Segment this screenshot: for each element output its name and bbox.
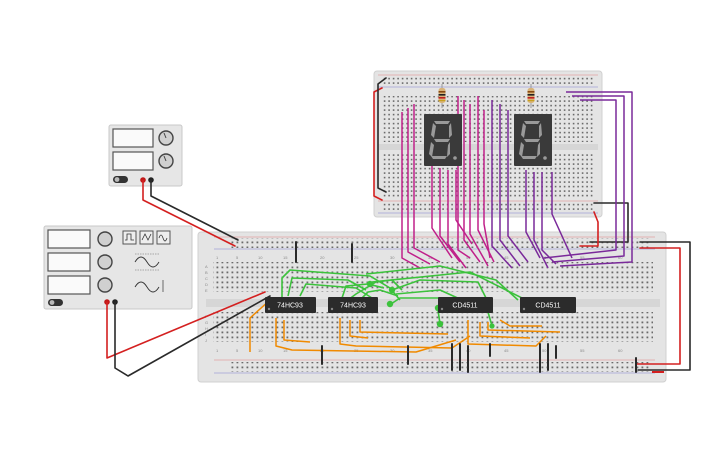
col-label: 15	[283, 255, 288, 260]
row-label: H	[205, 326, 208, 331]
col-label: 30	[390, 255, 395, 260]
row-label: J	[205, 338, 207, 343]
col-label: 45	[504, 255, 509, 260]
col-label: 50	[542, 348, 547, 353]
offset-wave-icon	[134, 280, 164, 293]
main-breadboard[interactable]: 1 5 10 15 20 25 30 35 40 45 50 55 60 1 5…	[197, 231, 667, 383]
col-label: 1	[216, 255, 219, 260]
seven-segment-display-2[interactable]: 8	[514, 114, 552, 166]
offset-readout	[47, 275, 91, 295]
chip-label: CD4511	[535, 303, 560, 310]
function-generator[interactable]	[43, 225, 193, 310]
chip-label: 74HC93	[277, 303, 303, 310]
sine-wave-button[interactable]	[156, 230, 171, 245]
frequency-knob[interactable]	[97, 231, 113, 247]
col-label: 5	[236, 255, 239, 260]
chip-label: CD4511	[452, 303, 477, 310]
amplitude-knob[interactable]	[97, 254, 113, 270]
col-label: 10	[258, 255, 263, 260]
power-supply[interactable]	[108, 124, 183, 187]
col-label: 55	[580, 255, 585, 260]
jumper-stubs	[295, 241, 637, 373]
chip-ic2[interactable]: 74HC93	[328, 297, 378, 313]
resistor-2[interactable]	[527, 84, 535, 108]
col-label: 45	[504, 348, 509, 353]
col-label: 55	[580, 348, 585, 353]
seven-segment-display-1[interactable]: 8	[424, 114, 462, 166]
col-label: 20	[320, 255, 325, 260]
offset-knob[interactable]	[97, 277, 113, 293]
chip-ic4[interactable]: CD4511	[520, 297, 576, 313]
row-label: D	[205, 282, 208, 287]
wires-orange[interactable]	[249, 299, 561, 353]
col-label: 5	[236, 348, 239, 353]
col-label: 35	[428, 348, 433, 353]
row-label: B	[205, 270, 208, 275]
row-label: G	[205, 320, 208, 325]
row-label: I	[205, 332, 206, 337]
frequency-readout	[47, 229, 91, 249]
chip-ic3[interactable]: CD4511	[438, 297, 493, 313]
row-label: C	[205, 276, 208, 281]
chip-ic1[interactable]: 74HC93	[265, 297, 316, 313]
col-label: 30	[390, 348, 395, 353]
col-label: 1	[216, 348, 219, 353]
col-label: 60	[618, 348, 623, 353]
col-label: 15	[283, 348, 288, 353]
col-label: 60	[618, 255, 623, 260]
col-label: 25	[354, 255, 359, 260]
external-wires[interactable]	[106, 77, 691, 377]
row-label: A	[205, 264, 208, 269]
col-label: 10	[258, 348, 263, 353]
amplitude-wave-icon	[134, 253, 160, 271]
voltage-readout	[112, 128, 154, 148]
display-breadboard[interactable]	[373, 70, 603, 218]
chip-label: 74HC93	[340, 303, 366, 310]
triangle-wave-button[interactable]	[139, 230, 154, 245]
row-label: E	[205, 288, 208, 293]
current-readout	[112, 151, 154, 171]
square-wave-button[interactable]	[122, 230, 137, 245]
amplitude-readout	[47, 252, 91, 272]
resistor-1[interactable]	[438, 84, 446, 108]
wires-display-2[interactable]	[491, 91, 633, 269]
